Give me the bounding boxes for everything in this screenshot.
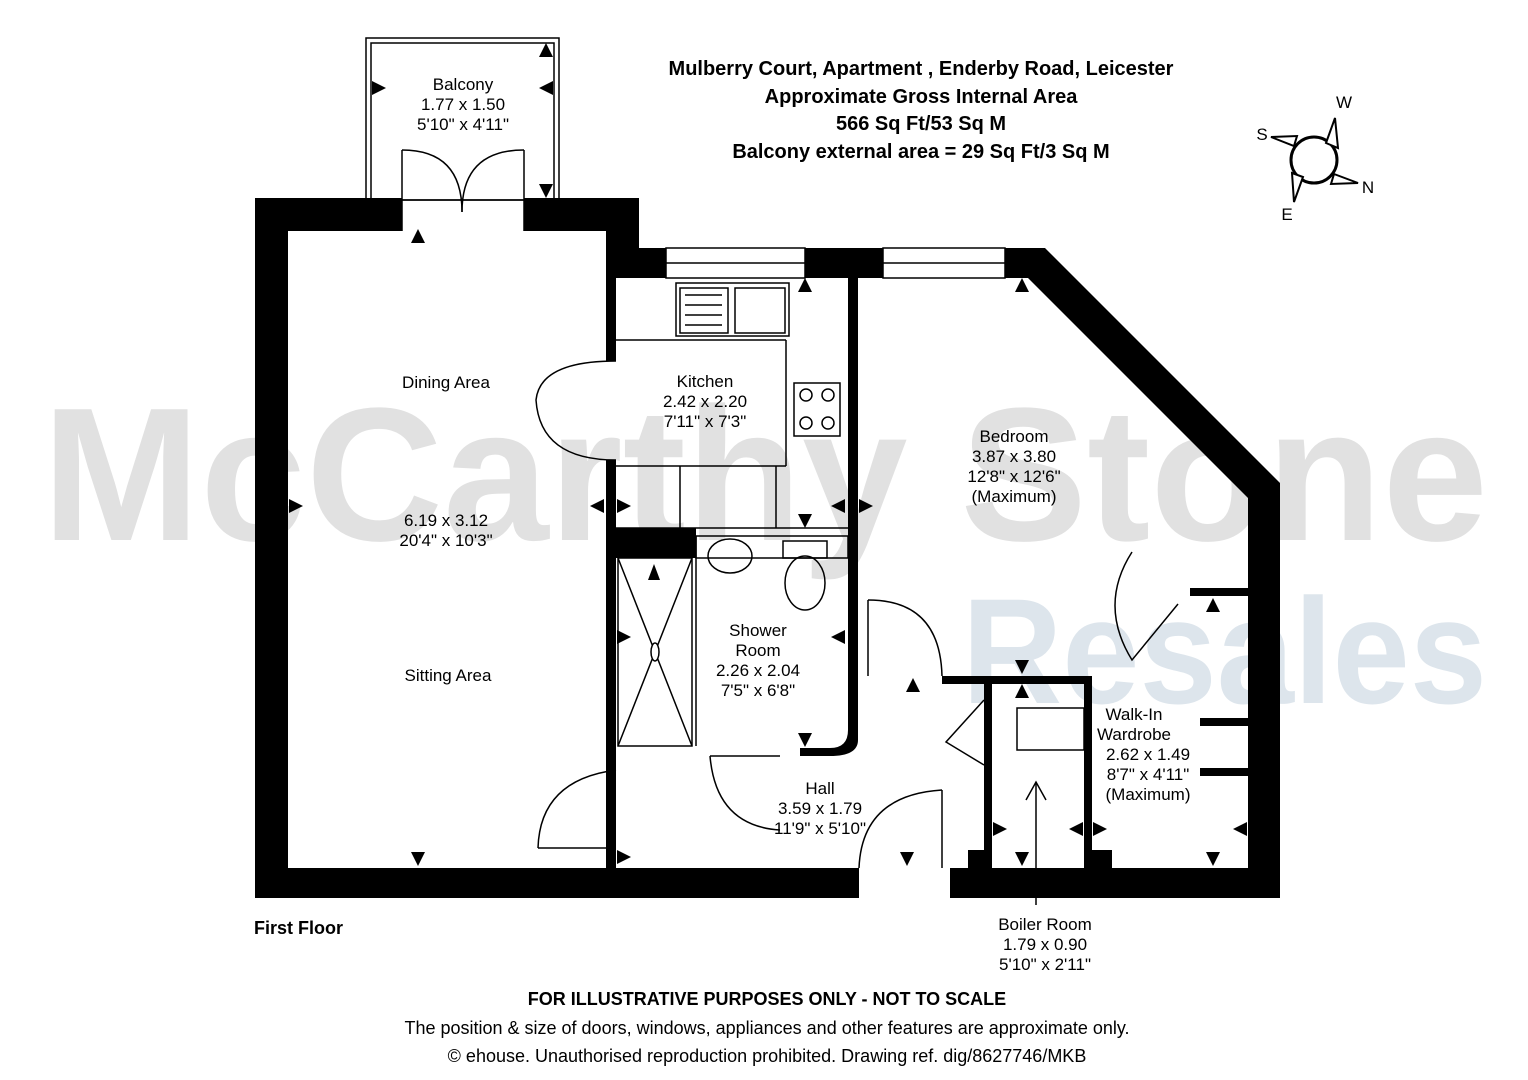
plan-gross-area: 566 Sq Ft/53 Sq M (836, 113, 1006, 135)
boiler-fittings (1016, 707, 1085, 905)
balcony-metric: 1.77 x 1.50 (421, 95, 505, 114)
compass-north: N (1362, 178, 1374, 197)
shower-name-1: Shower (729, 621, 787, 640)
bedroom-label: Bedroom 3.87 x 3.80 12'8" x 12'6" (Maxim… (967, 427, 1060, 506)
shower-fittings (617, 535, 849, 747)
living-dimensions: 6.19 x 3.12 20'4" x 10'3" (399, 511, 492, 550)
bedroom-note: (Maximum) (972, 487, 1057, 506)
plan-title: Mulberry Court, Apartment , Enderby Road… (669, 58, 1174, 80)
floor-label: First Floor (254, 918, 343, 938)
header: Mulberry Court, Apartment , Enderby Road… (669, 58, 1174, 163)
windows (665, 247, 1006, 279)
hall-imperial: 11'9" x 5'10" (774, 819, 866, 838)
bedroom-name: Bedroom (980, 427, 1049, 446)
living-imperial: 20'4" x 10'3" (399, 531, 492, 550)
plan-subtitle: Approximate Gross Internal Area (765, 86, 1079, 108)
wardrobe-name-2: Wardrobe (1097, 725, 1171, 744)
plan-balcony-area: Balcony external area = 29 Sq Ft/3 Sq M (732, 141, 1109, 163)
compass-icon: W S N E (1256, 93, 1374, 224)
hall-metric: 3.59 x 1.79 (778, 799, 862, 818)
bedroom-imperial: 12'8" x 12'6" (967, 467, 1060, 486)
hall-label: Hall 3.59 x 1.79 11'9" x 5'10" (774, 779, 866, 838)
doors (401, 149, 1179, 869)
wardrobe-label: Walk-In Wardrobe 2.62 x 1.49 8'7" x 4'11… (1097, 705, 1191, 804)
shower-imperial: 7'5" x 6'8" (721, 681, 795, 700)
wardrobe-imperial: 8'7" x 4'11" (1107, 765, 1190, 784)
room-labels: Balcony 1.77 x 1.50 5'10" x 4'11" Dining… (399, 75, 1190, 974)
balcony-label: Balcony 1.77 x 1.50 5'10" x 4'11" (417, 75, 509, 134)
kitchen-name: Kitchen (677, 372, 734, 391)
living-metric: 6.19 x 3.12 (404, 511, 488, 530)
footer-note: The position & size of doors, windows, a… (404, 1018, 1129, 1038)
dining-area-label: Dining Area (402, 373, 490, 392)
compass-south: S (1256, 125, 1267, 144)
shower-room-label: Shower Room 2.26 x 2.04 7'5" x 6'8" (716, 621, 800, 700)
compass-east: E (1281, 205, 1292, 224)
compass-west: W (1336, 93, 1352, 112)
kitchen-label: Kitchen 2.42 x 2.20 7'11" x 7'3" (663, 372, 747, 431)
wardrobe-note: (Maximum) (1106, 785, 1191, 804)
shower-metric: 2.26 x 2.04 (716, 661, 800, 680)
shower-name-2: Room (735, 641, 780, 660)
hall-name: Hall (805, 779, 834, 798)
bedroom-metric: 3.87 x 3.80 (972, 447, 1056, 466)
kitchen-imperial: 7'11" x 7'3" (664, 412, 747, 431)
footer: FOR ILLUSTRATIVE PURPOSES ONLY - NOT TO … (404, 989, 1129, 1066)
boiler-imperial: 5'10" x 2'11" (999, 955, 1091, 974)
boiler-name: Boiler Room (998, 915, 1092, 934)
wardrobe-metric: 2.62 x 1.49 (1106, 745, 1190, 764)
boiler-room-label: Boiler Room 1.79 x 0.90 5'10" x 2'11" (998, 915, 1092, 974)
footer-copyright: © ehouse. Unauthorised reproduction proh… (448, 1046, 1087, 1066)
walls (255, 198, 1280, 898)
sitting-area-label: Sitting Area (405, 666, 492, 685)
wardrobe-name-1: Walk-In (1106, 705, 1163, 724)
kitchen-fittings (616, 282, 848, 529)
balcony-imperial: 5'10" x 4'11" (417, 115, 509, 134)
footer-disclaimer: FOR ILLUSTRATIVE PURPOSES ONLY - NOT TO … (528, 989, 1006, 1009)
dimension-arrows (289, 229, 1247, 866)
balcony-name: Balcony (433, 75, 494, 94)
kitchen-metric: 2.42 x 2.20 (663, 392, 747, 411)
boiler-metric: 1.79 x 0.90 (1003, 935, 1087, 954)
